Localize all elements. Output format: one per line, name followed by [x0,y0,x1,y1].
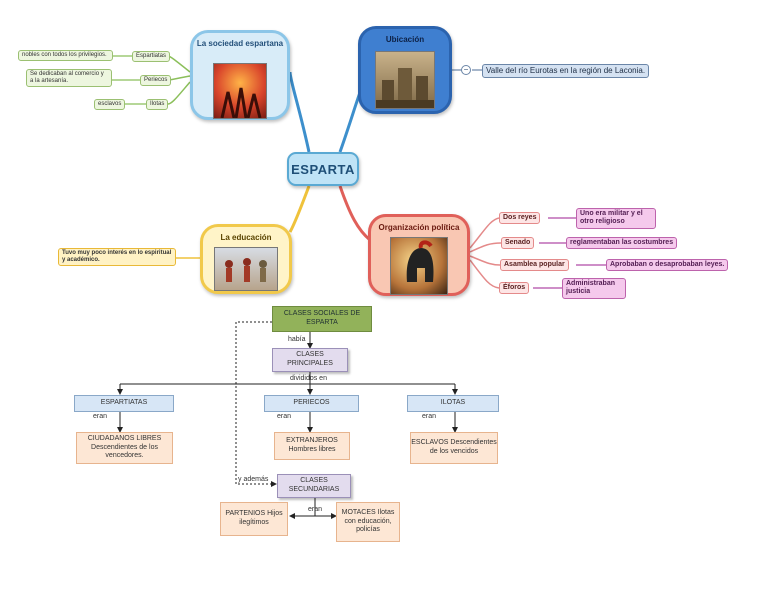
leaf-ilotas-desc[interactable]: esclavos [94,99,126,111]
topic-ubicacion[interactable]: Ubicación [358,26,452,114]
leaf-senado[interactable]: Senado [501,237,535,250]
leaf-dos-reyes[interactable]: Dos reyes [499,212,541,225]
spartan-helmet-image [390,237,448,295]
center-topic-esparta[interactable]: ESPARTA [287,152,359,186]
topic-educacion[interactable]: La educación [200,224,292,294]
leaf-espartiatas-desc[interactable]: nobles con todos los privilegios. [18,50,113,62]
node-ilotas[interactable]: ILOTAS [407,395,499,412]
node-periecos[interactable]: PERIECOS [264,395,359,412]
link-y-ademas: y además [238,476,269,483]
leaf-asamblea-popular-desc[interactable]: Aprobaban o desaprobaban leyes. [606,259,729,272]
leaf-periecos[interactable]: Periecos [140,75,172,87]
topic-title: La educación [220,233,272,242]
node-esclavos[interactable]: ESCLAVOS Descendientes de los vencidos [410,432,498,464]
link-habia: había [288,336,306,343]
node-extranjeros[interactable]: EXTRANJEROS Hombres libres [274,432,350,460]
spartan-training-image [214,247,278,291]
ancient-city-image [375,51,435,109]
leaf-eforos-desc[interactable]: Administraban justicia [562,278,626,299]
topic-title: Organización política [378,223,460,232]
leaf-educacion-detail[interactable]: Tuvo muy poco interés en lo espiritual y… [58,248,176,267]
topic-sociedad-espartana[interactable]: La sociedad espartana [190,30,290,120]
topic-title: La sociedad espartana [196,39,284,48]
node-clases-sociales[interactable]: CLASES SOCIALES DE ESPARTA [272,306,372,332]
leaf-espartiatas[interactable]: Espartiatas [132,51,171,63]
link-divididos: divididos en [290,375,327,382]
link-eran: eran [93,413,108,420]
node-partenios[interactable]: PARTENIOS Hijos ilegítimos [220,502,288,536]
leaf-senado-desc[interactable]: reglamentaban las costumbres [566,237,678,250]
spartan-warriors-image [213,63,267,119]
leaf-periecos-desc[interactable]: Se dedicaban al comercio y a la artesaní… [26,69,112,88]
leaf-dos-reyes-desc[interactable]: Uno era militar y el otro religioso [576,208,656,229]
link-eran: eran [422,413,437,420]
node-motaces[interactable]: MOTACES Ilotas con educación, policías [336,502,400,542]
node-ciudadanos-libres[interactable]: CIUDADANOS LIBRES Descendientes de los v… [76,432,173,464]
topic-title: Ubicación [385,35,425,44]
link-eran: eran [277,413,292,420]
link-eran-secundarias: eran [308,506,323,513]
leaf-ubicacion-detail[interactable]: Valle del río Eurotas en la región de La… [482,64,650,78]
collapse-icon[interactable]: − [461,65,471,75]
leaf-asamblea-popular[interactable]: Asamblea popular [500,259,569,272]
leaf-ilotas[interactable]: Ilotas [146,99,169,111]
leaf-eforos[interactable]: Éforos [499,282,530,295]
node-clases-secundarias[interactable]: CLASES SECUNDARIAS [277,474,351,498]
node-espartiatas[interactable]: ESPARTIATAS [74,395,174,412]
node-clases-principales[interactable]: CLASES PRINCIPALES [272,348,348,372]
topic-organizacion-politica[interactable]: Organización política [368,214,470,296]
